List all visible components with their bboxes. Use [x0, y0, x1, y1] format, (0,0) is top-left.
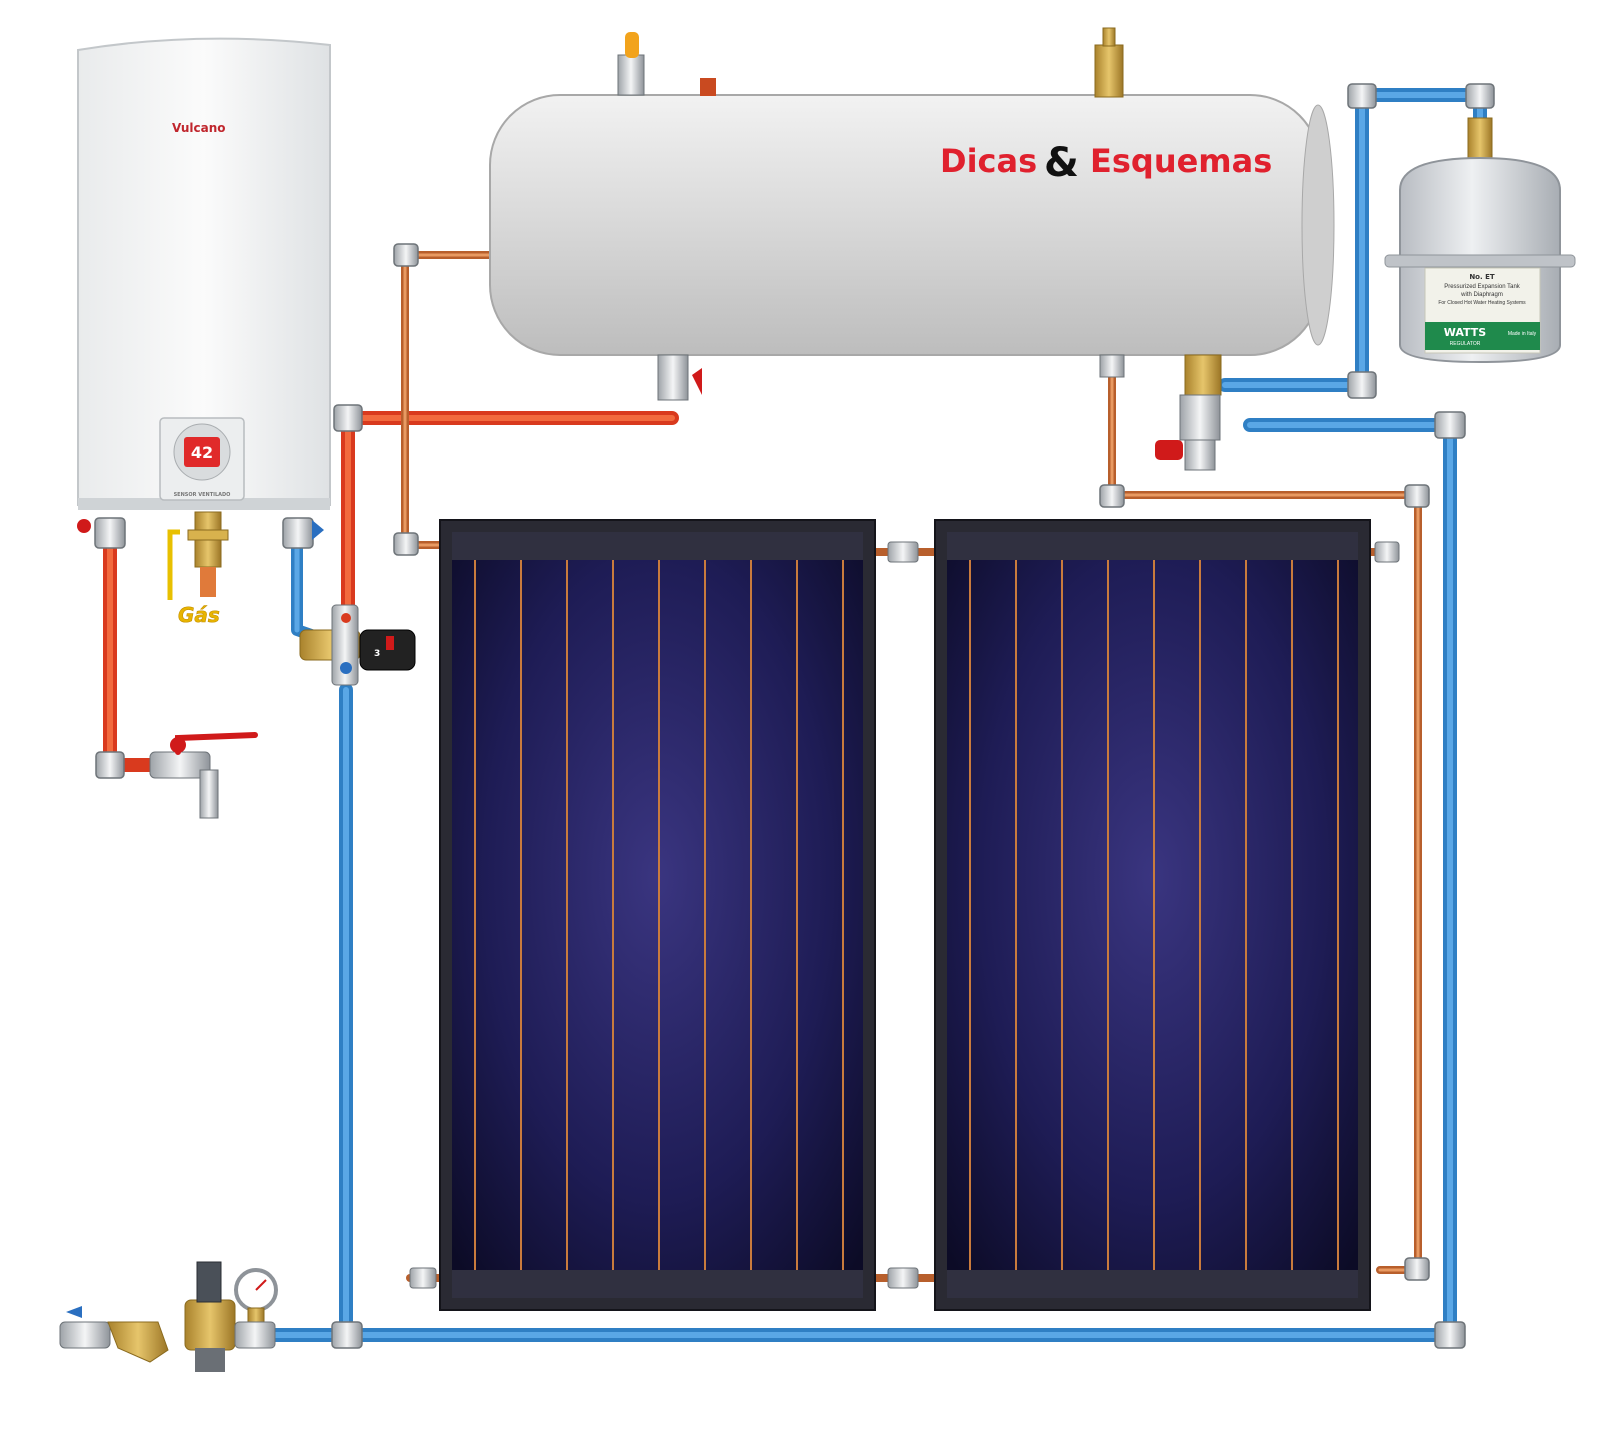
- heater-brand: Vulcano: [172, 121, 226, 135]
- title-esquemas: Esquemas: [1090, 142, 1272, 180]
- gas-label: Gás: [178, 603, 220, 627]
- storage-tank: [490, 28, 1334, 400]
- tank-line1: Pressurized Expansion Tank: [1444, 284, 1521, 290]
- tank-no: No. ET: [1469, 273, 1495, 281]
- gas-water-heater: Vulcano 42 SENSOR VENTILADO: [78, 39, 330, 510]
- heater-display-value: 42: [191, 443, 213, 462]
- tank-line2: with Diaphragm: [1460, 292, 1503, 298]
- hot-water-tap: [150, 735, 255, 818]
- tank-brand-sub: REGULATOR: [1450, 341, 1481, 347]
- thermostatic-mixing-valve: 3: [300, 605, 415, 685]
- heater-panel-text: SENSOR VENTILADO: [174, 492, 231, 498]
- tank-line3: For Closed Hot Water Heating Systems: [1438, 300, 1526, 306]
- solar-panel-left: [440, 520, 875, 1310]
- tank-brand: WATTS: [1444, 326, 1487, 339]
- title-ampersand: &: [1044, 140, 1079, 186]
- mixer-scale: 3: [374, 649, 380, 659]
- gas-valve: [170, 512, 228, 600]
- inlet-valve-group: [60, 1262, 276, 1372]
- tank-made-in: Made in Italy: [1508, 331, 1537, 337]
- title-dicas: Dicas: [940, 142, 1037, 180]
- solar-panel-right: [935, 520, 1370, 1310]
- safety-valve-group: [1155, 395, 1220, 470]
